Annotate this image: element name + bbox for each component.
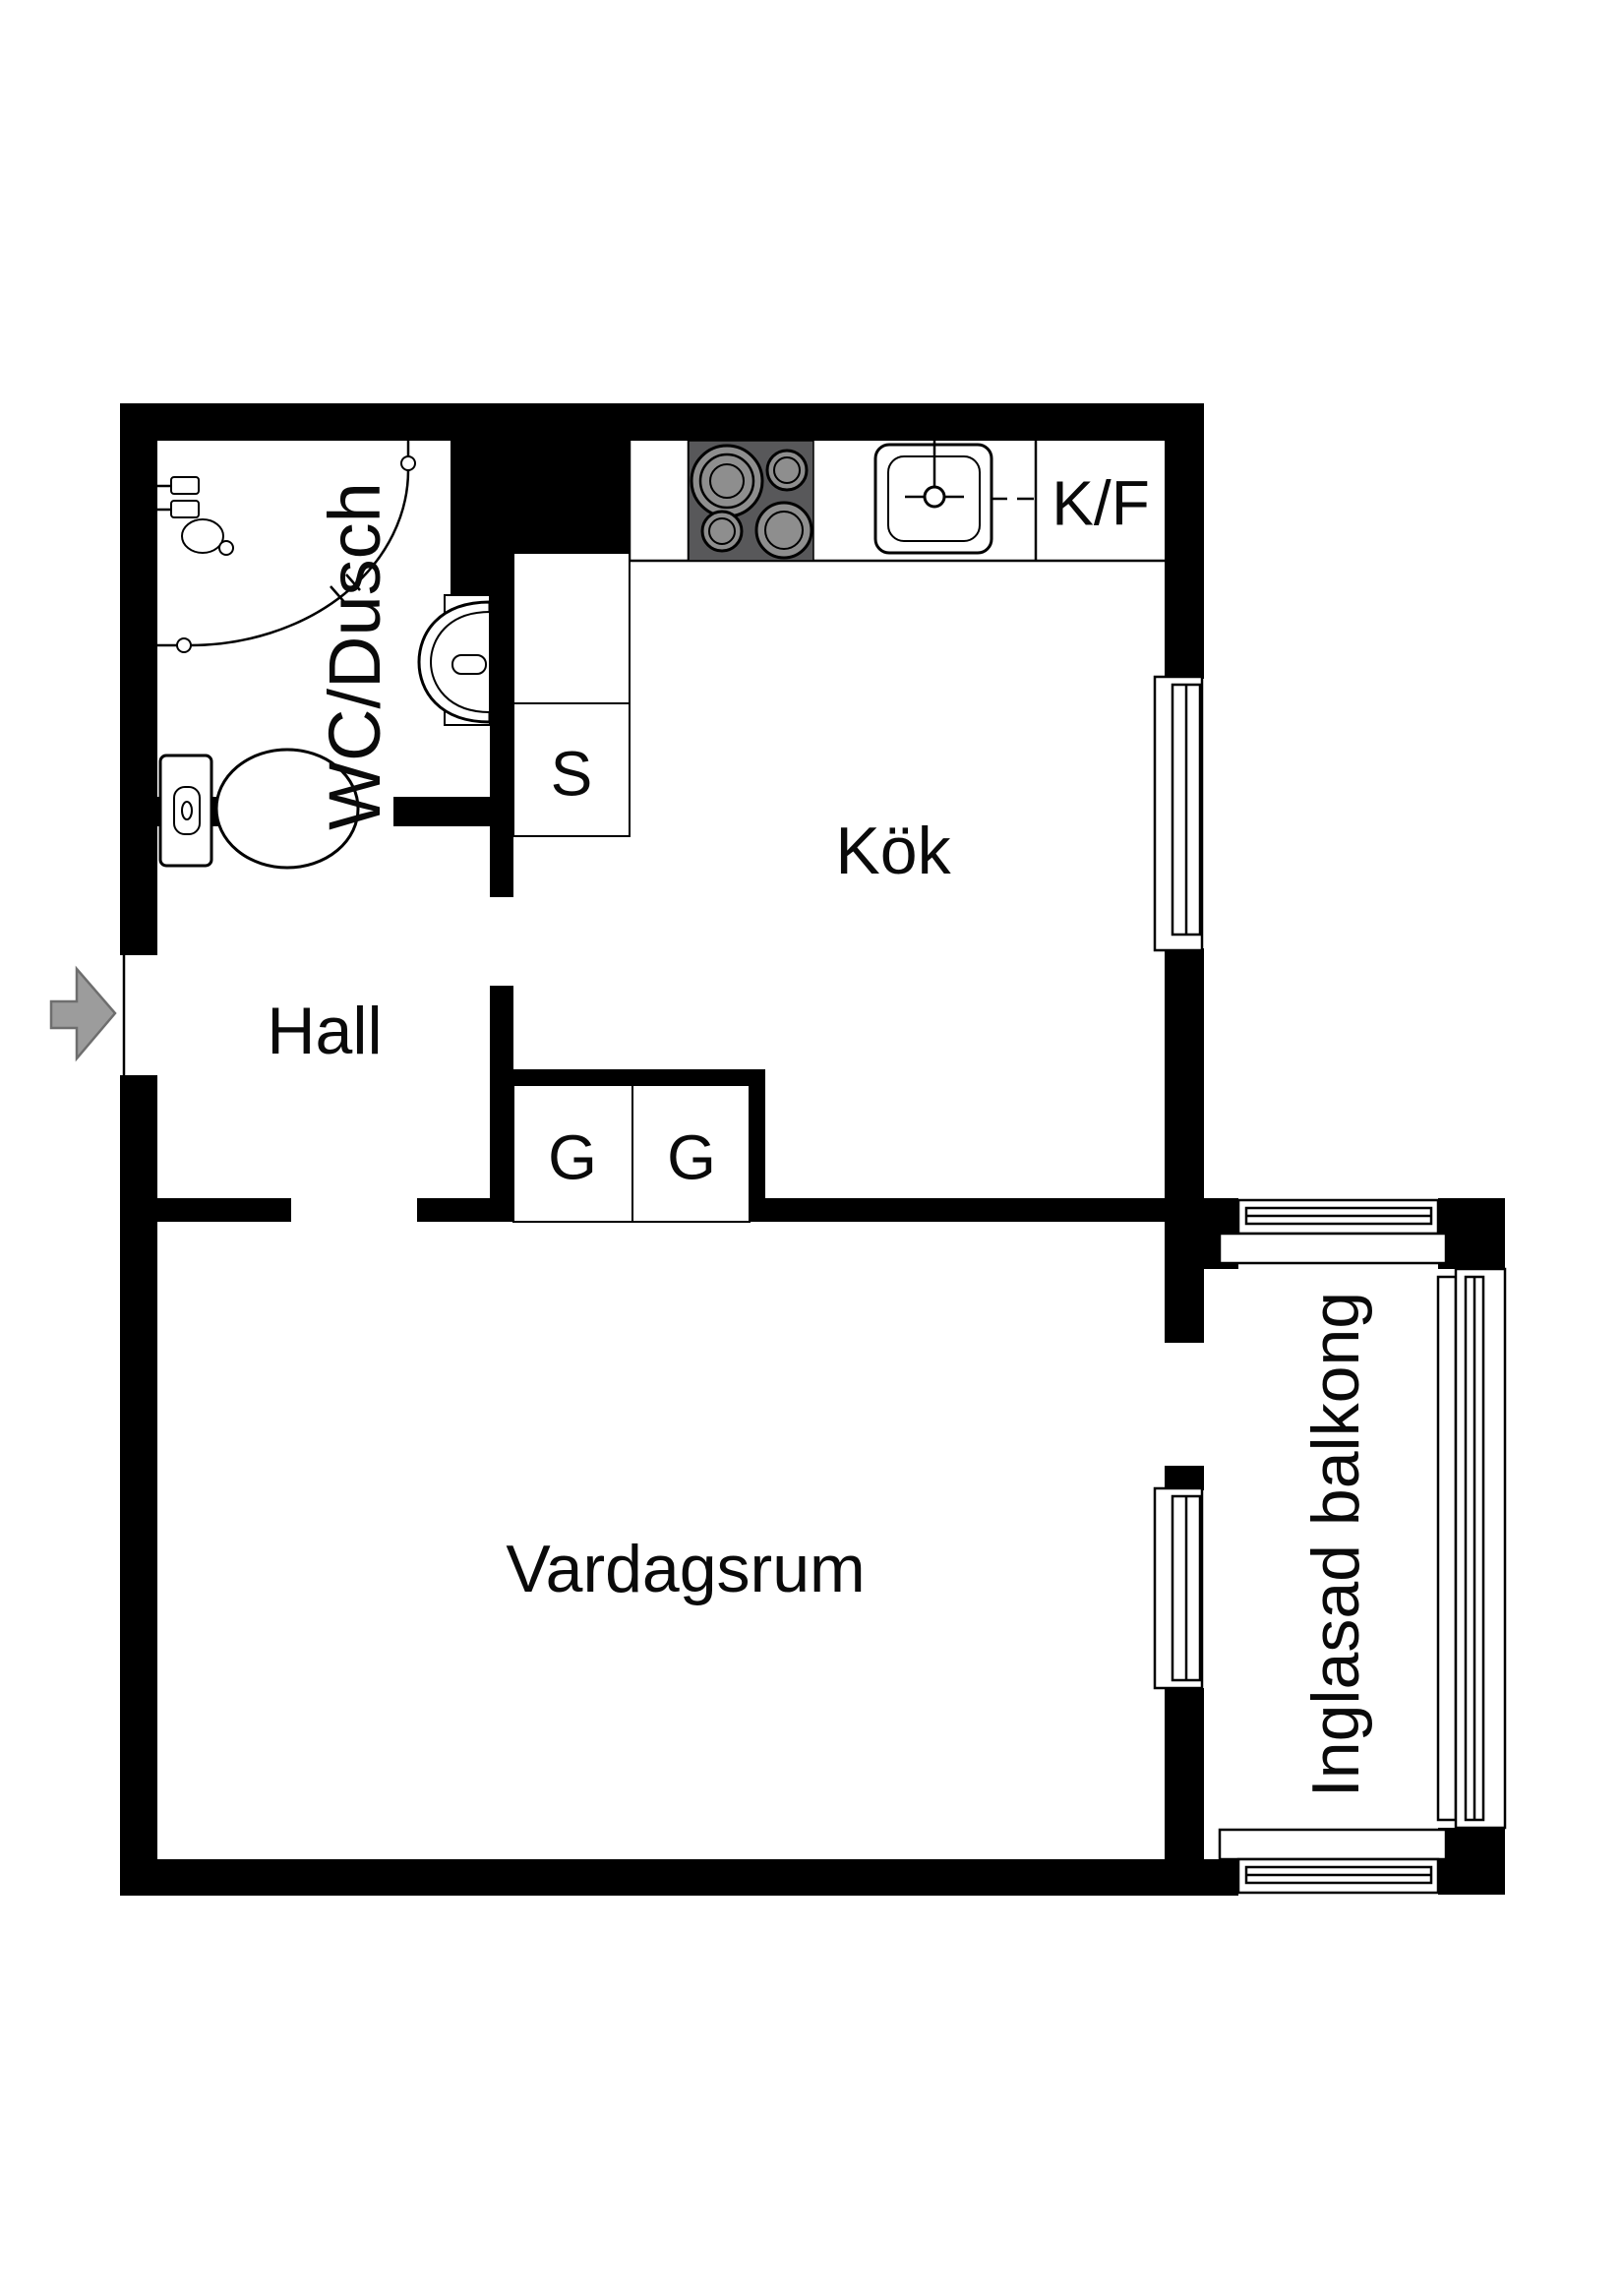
bathroom-fixtures bbox=[157, 441, 492, 870]
wardrobe-top-border bbox=[513, 1069, 765, 1085]
mixer-handset bbox=[181, 518, 224, 554]
toilet-flush-button bbox=[181, 801, 193, 820]
label-hall: Hall bbox=[267, 994, 382, 1068]
label-balcony: Inglasad balkong bbox=[1298, 1292, 1373, 1797]
toilet-icon bbox=[158, 748, 360, 870]
burner-top-left-ring bbox=[698, 453, 755, 510]
wall-bathroom-kitchen-extension bbox=[451, 553, 490, 595]
burner-bottom-left-ring bbox=[708, 517, 736, 545]
shower-hook-left bbox=[176, 637, 192, 653]
balcony-corner-bottom-right bbox=[1438, 1828, 1505, 1895]
wall-hall-kitchen-upper bbox=[490, 553, 513, 897]
stove-burners-icon bbox=[688, 440, 814, 562]
balcony-window-top bbox=[1218, 1198, 1448, 1265]
window-living-room bbox=[1153, 1486, 1204, 1690]
wall-bathroom-kitchen-mass bbox=[451, 441, 630, 553]
label-living-room: Vardagsrum bbox=[506, 1532, 865, 1606]
label-kitchen: Kök bbox=[835, 814, 951, 888]
kitchen-fixtures bbox=[628, 440, 1165, 563]
wall-top bbox=[120, 403, 1204, 441]
closets bbox=[512, 552, 751, 1223]
window-kitchen bbox=[1153, 675, 1204, 952]
wall-right-kitchen-lower bbox=[1165, 948, 1204, 1222]
shower-curtain-icon bbox=[157, 441, 416, 653]
wall-right-livingroom-stub bbox=[1165, 1466, 1204, 1490]
burner-bottom-right-ring bbox=[764, 511, 804, 550]
sink-drain bbox=[923, 485, 946, 509]
burner-top-right bbox=[765, 449, 809, 492]
balcony-window-right-sill bbox=[1436, 1275, 1458, 1822]
label-bathroom: WC/Dusch bbox=[314, 482, 395, 830]
labels: WC/Dusch Kök K/F S G G Hall Vardagsrum I… bbox=[267, 467, 1372, 1797]
wall-right-kitchen-upper bbox=[1165, 403, 1204, 679]
balcony-corner-top-right bbox=[1438, 1198, 1505, 1269]
wall-hall-kitchen-lower bbox=[490, 986, 513, 1198]
wall-left-lower bbox=[120, 1075, 157, 1896]
balcony-window-right bbox=[1436, 1267, 1507, 1830]
wall-bottom bbox=[120, 1859, 1238, 1896]
shower-curtain-tick-2 bbox=[345, 574, 361, 591]
label-wardrobe-left: G bbox=[548, 1121, 597, 1192]
toilet-bowl bbox=[214, 748, 360, 870]
balcony-window-bottom bbox=[1218, 1828, 1448, 1895]
shower-hook-top bbox=[400, 455, 416, 471]
shower-mixer-icon bbox=[157, 476, 234, 556]
wardrobe-right-box bbox=[631, 1084, 751, 1223]
washbasin-icon bbox=[417, 594, 492, 726]
wardrobe-right-border bbox=[750, 1085, 765, 1222]
closet-upper-box bbox=[512, 552, 631, 704]
balcony-window-top-sill bbox=[1218, 1232, 1448, 1265]
mixer-hose-end bbox=[218, 540, 234, 556]
wall-bathroom-south-right bbox=[393, 797, 513, 826]
burner-bottom-left bbox=[700, 510, 744, 553]
basin-tap bbox=[451, 654, 487, 675]
burner-top-left-core bbox=[709, 463, 745, 499]
wardrobe-left-box bbox=[512, 1084, 633, 1223]
arrow-right-icon bbox=[49, 965, 117, 1062]
shower-curtain-arc bbox=[189, 469, 410, 647]
mixer-knob-1 bbox=[170, 476, 200, 495]
wall-left-upper bbox=[120, 403, 157, 955]
label-fridge-freezer: K/F bbox=[1052, 467, 1150, 538]
shower-curtain-tick-1 bbox=[330, 585, 345, 603]
mixer-knob-2 bbox=[170, 500, 200, 518]
wall-mid-left-segment bbox=[157, 1198, 291, 1222]
sink-icon bbox=[873, 441, 1034, 555]
label-wardrobe-right: G bbox=[667, 1121, 716, 1192]
closet-s-box bbox=[512, 702, 631, 837]
label-closet-s: S bbox=[551, 738, 593, 809]
burner-top-right-ring bbox=[773, 456, 801, 484]
burner-top-left bbox=[690, 444, 764, 518]
balcony-window-bottom-sill bbox=[1218, 1828, 1448, 1861]
wall-right-livingroom-lower bbox=[1165, 1688, 1204, 1859]
windows bbox=[122, 675, 1507, 1895]
